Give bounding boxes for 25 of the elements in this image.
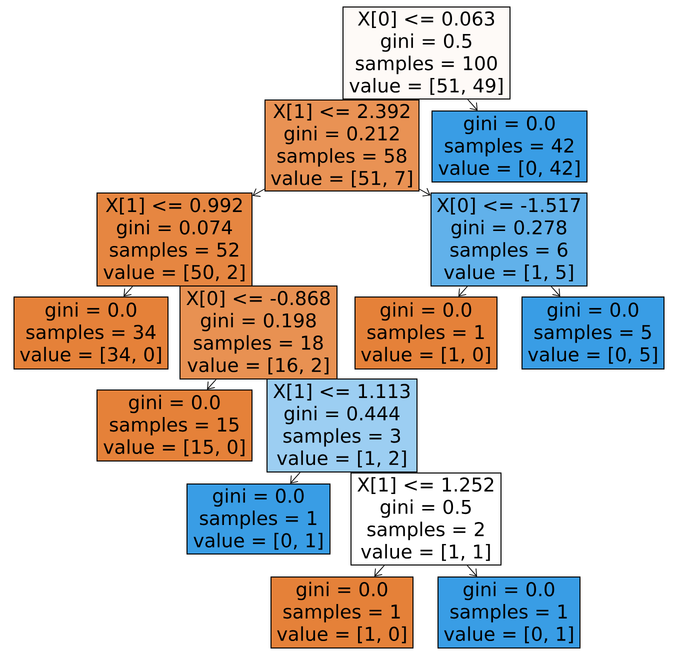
arrow: [466, 565, 478, 576]
tree-node-box: gini = 0.0 samples = 1 value = [0, 1]: [186, 484, 330, 554]
tree-node-box: gini = 0.0 samples = 5 value = [0, 5]: [522, 296, 664, 370]
tree-node-box: X[0] <= 0.063 gini = 0.5 samples = 100 value = [51, 49]: [342, 6, 510, 100]
arrow: [550, 286, 560, 296]
tree-node-box: gini = 0.0 samples = 1 value = [1, 0]: [354, 296, 498, 370]
tree-node-box: X[1] <= 1.252 gini = 0.5 samples = 2 value = [1, 1]: [350, 472, 502, 566]
tree-node-box: X[1] <= 2.392 gini = 0.212 samples = 58 value = [51, 7]: [264, 100, 420, 192]
tree-node-box: gini = 0.0 samples = 1 value = [1, 0]: [270, 576, 414, 648]
tree-node-box: X[0] <= -0.868 gini = 0.198 samples = 18 value = [16, 2]: [180, 286, 338, 380]
arrow: [458, 286, 468, 296]
tree-node-box: gini = 0.0 samples = 15 value = [15, 0]: [96, 390, 252, 462]
tree-node-box: gini = 0.0 samples = 42 value = [0, 42]: [432, 110, 588, 182]
tree-node-box: gini = 0.0 samples = 1 value = [0, 1]: [438, 576, 580, 648]
arrow: [290, 472, 300, 484]
arrow: [419, 188, 430, 196]
tree-node-box: X[0] <= -1.517 gini = 0.278 samples = 6 value = [1, 5]: [430, 192, 588, 286]
arrow: [252, 188, 265, 197]
arrow: [207, 379, 216, 390]
arrow: [467, 99, 478, 110]
tree-node-box: X[1] <= 0.992 gini = 0.074 samples = 52 value = [50, 2]: [96, 192, 252, 286]
tree-node-box: gini = 0.0 samples = 34 value = [34, 0]: [14, 296, 168, 370]
arrow: [374, 565, 385, 576]
tree-node-box: X[1] <= 1.113 gini = 0.444 samples = 3 value = [1, 2]: [266, 378, 418, 472]
arrow: [124, 286, 133, 296]
